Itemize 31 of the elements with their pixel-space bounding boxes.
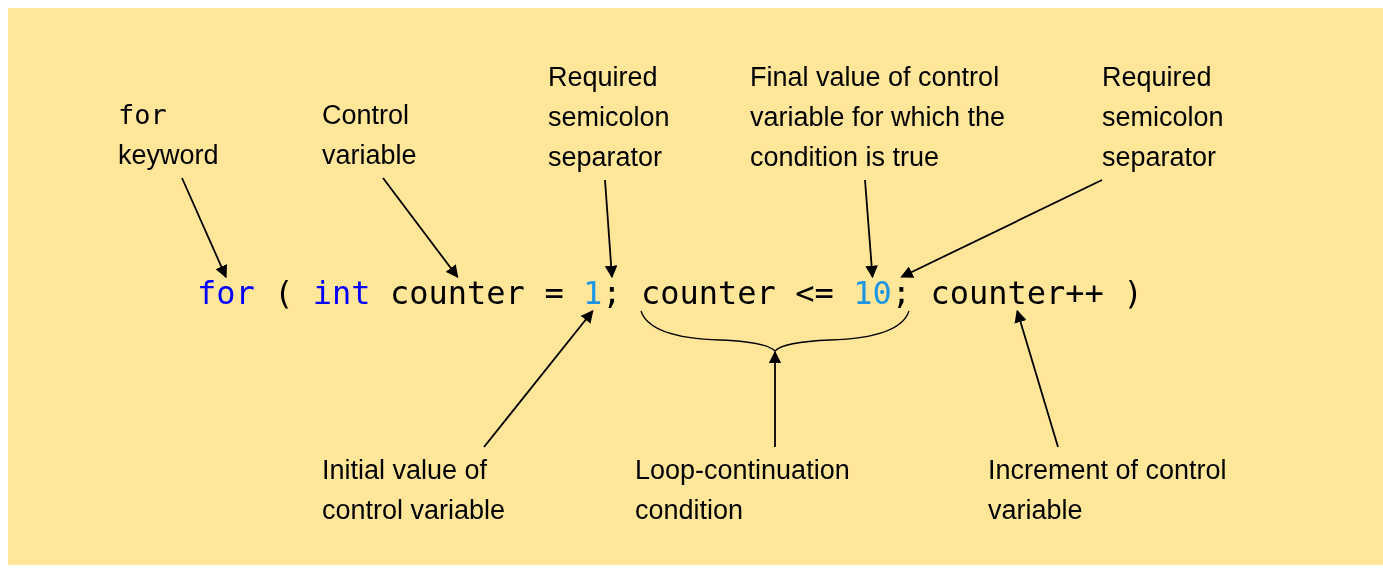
code-token: <= [795,277,834,309]
arrow [604,179,618,279]
code-identifier: counter [390,277,525,309]
callout-text: Loop-continuation condition [635,454,851,527]
code-keyword: int [312,277,371,309]
callout-text: Control variable [322,99,418,172]
arrow [181,177,228,279]
code-identifier: counter [640,277,776,309]
code-token: = [544,277,564,309]
callout-text: Required semicolon separator [1102,61,1225,174]
code-keyword: for [197,277,255,309]
arrow [483,310,594,448]
callout-text: Initial value of control variable [322,454,507,527]
arrow [382,177,459,278]
callout-text: Final value of control variable for which the condition is true [750,61,1007,174]
code-number: 10 [853,277,892,309]
callout-text: keyword [118,139,219,172]
code-token: ; [891,277,912,309]
code-token: ) [1123,277,1143,309]
code-identifier: counter++ [930,277,1104,309]
callout-text: for [118,98,167,132]
arrow [1014,309,1059,448]
arrow [768,350,782,448]
callout-text: Required semicolon separator [548,61,671,174]
arrow [864,179,878,279]
code-token: ; [602,277,622,309]
arrow [900,179,1103,278]
curly-brace [640,310,910,352]
callout-text: Increment of control variable [988,454,1228,527]
code-number: 1 [583,277,603,309]
code-token: ( [274,277,294,309]
